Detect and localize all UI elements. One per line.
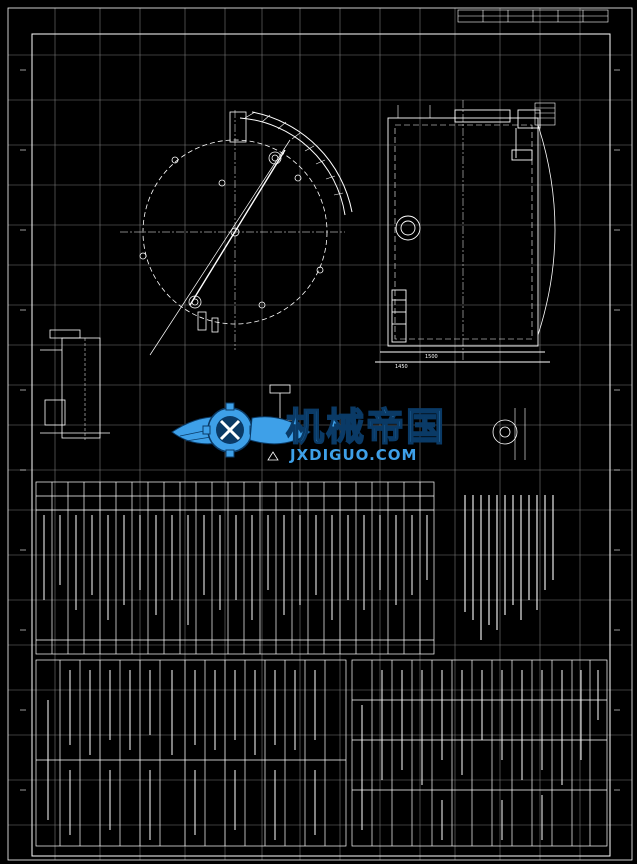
parts-list-table [35, 481, 435, 655]
watermark-logo: 机械帝国 JXDIGUO.COM [171, 402, 446, 464]
dim-width: 1500 [425, 354, 438, 360]
dim-base: 1450 [395, 364, 408, 370]
watermark-url: JXDIGUO.COM [289, 446, 417, 464]
zone-ticks [20, 69, 620, 791]
elevation-view [375, 100, 556, 363]
title-block [351, 659, 608, 847]
watermark-title-cn: 机械帝国 [286, 405, 446, 449]
revision-block [457, 9, 609, 23]
sheet-border [7, 7, 633, 861]
nozzle-table-text [47, 670, 316, 840]
technical-notes [464, 495, 554, 640]
parts-list-text [43, 515, 428, 625]
plan-view [120, 110, 353, 356]
title-block-text [361, 670, 599, 840]
left-detail [40, 329, 110, 440]
wing-right-icon [249, 416, 311, 445]
nozzle-table [35, 659, 347, 847]
construction-grid [8, 8, 632, 860]
right-detail [492, 408, 526, 460]
